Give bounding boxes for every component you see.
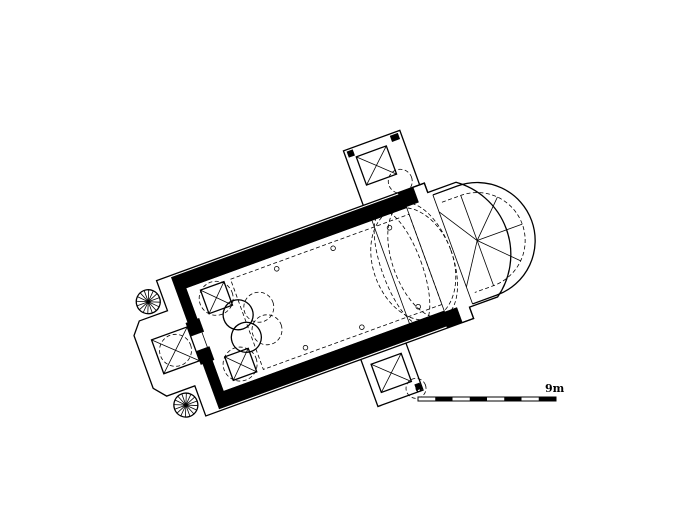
west-porch	[150, 326, 201, 375]
scale-bar-segment	[504, 397, 522, 401]
scale-bar-segment	[469, 397, 487, 401]
scale-bar-segments	[435, 397, 556, 401]
nave-column-bases	[274, 225, 421, 351]
nave-walls	[170, 186, 463, 410]
west-bay-piers	[198, 280, 283, 382]
nave-interior	[185, 207, 445, 392]
outer-outline	[133, 181, 512, 417]
north-chapel	[342, 129, 421, 206]
south-chapel	[360, 342, 427, 408]
apse	[432, 181, 536, 305]
spiral-stair-south	[173, 392, 199, 418]
scale-start-label: 0	[415, 382, 423, 395]
scale-bar-segment	[435, 397, 453, 401]
chancel-buttresses	[412, 182, 475, 324]
scale-bar: 0 9m	[415, 382, 565, 402]
spiral-stair-north	[135, 289, 161, 315]
chancel-arch	[370, 194, 473, 327]
scale-end-label: 9m	[545, 382, 565, 395]
scale-bar-segment	[538, 397, 556, 401]
plan-drawing	[133, 129, 536, 418]
